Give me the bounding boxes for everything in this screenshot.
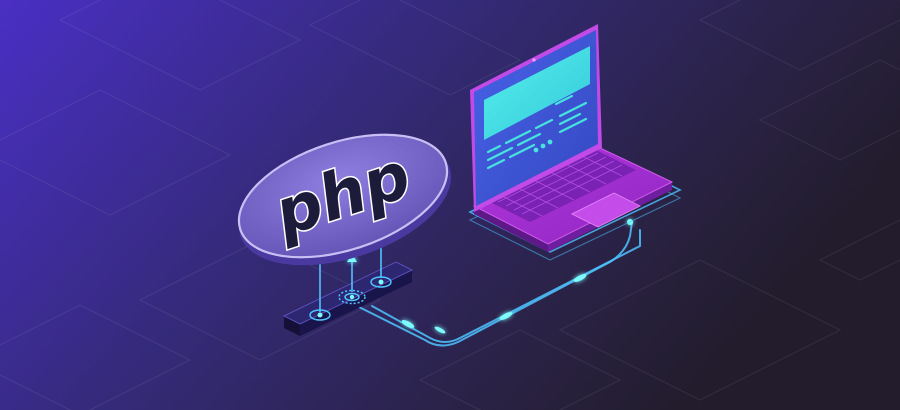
laptop: [470, 24, 674, 252]
connector-device: [282, 261, 414, 336]
cables: [344, 221, 641, 347]
trackpad: [570, 192, 642, 228]
webcam-icon: [532, 58, 536, 62]
screen-code-lines: [486, 94, 588, 170]
screen-dots: [533, 139, 553, 153]
cable-sparks: [401, 219, 633, 334]
keyboard-keys: [497, 152, 623, 217]
screen-display: [484, 46, 590, 140]
php-logo: php: [237, 133, 452, 266]
